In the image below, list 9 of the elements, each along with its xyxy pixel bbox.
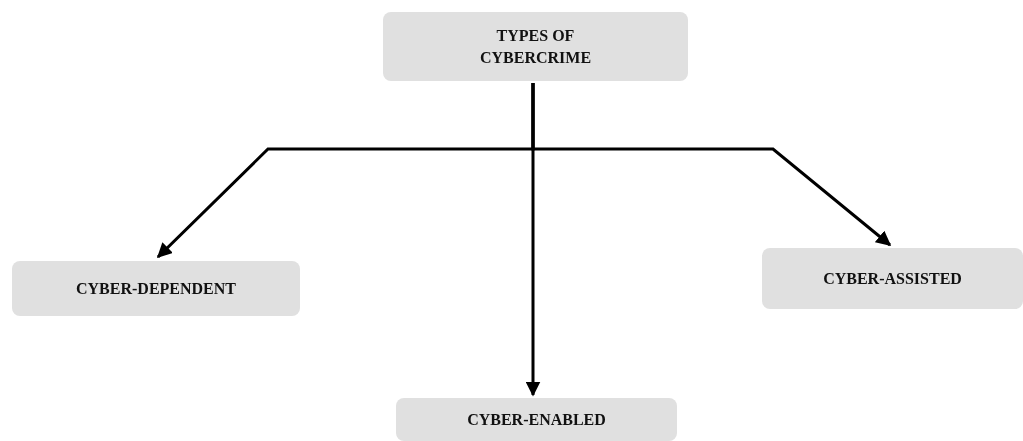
category-label: CYBER-ENABLED (467, 409, 606, 430)
category-label: CYBER-ASSISTED (823, 268, 962, 289)
category-label: TYPES OF CYBERCRIME (478, 25, 593, 68)
arrow (531, 83, 892, 247)
category-box (396, 398, 677, 441)
category-box (383, 12, 688, 81)
category-box (12, 261, 300, 316)
category-box (762, 248, 1023, 309)
category-label: CYBER-DEPENDENT (76, 278, 236, 299)
